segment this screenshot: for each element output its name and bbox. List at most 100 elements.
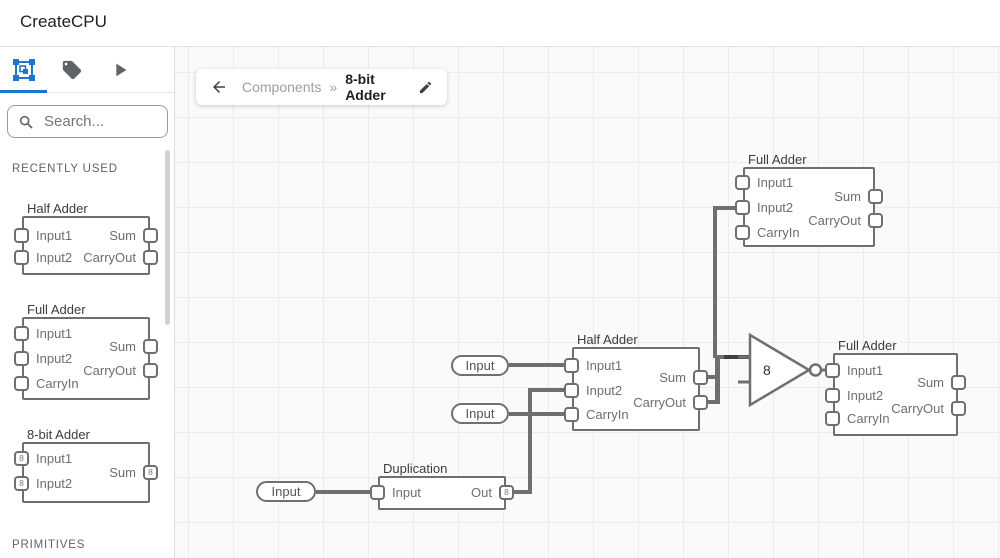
port-label: CarryOut <box>83 362 136 378</box>
port-label: Sum <box>109 464 136 480</box>
port-input2[interactable] <box>825 387 840 403</box>
port-label: Sum <box>917 374 944 390</box>
preview-8bit-adder[interactable]: 8-bit Adder 8 8 8 Input1 Input2 Sum <box>14 427 158 503</box>
back-button[interactable] <box>210 78 228 96</box>
port-label: Input1 <box>847 362 884 378</box>
node-title: Full Adder <box>838 338 897 353</box>
node-half-adder[interactable]: Half Adder Input1 Input2 CarryIn Sum Car… <box>564 332 708 431</box>
wire-segment[interactable] <box>509 412 565 416</box>
bus-width-badge: 8 <box>504 487 509 497</box>
tab-simulate[interactable] <box>96 47 144 92</box>
port-label: CarryOut <box>83 249 136 265</box>
search-icon <box>19 115 33 129</box>
wire-segment[interactable] <box>707 400 720 404</box>
wire-segment[interactable] <box>707 375 720 379</box>
port-input2[interactable] <box>564 382 579 398</box>
port-out[interactable]: 8 <box>499 484 514 500</box>
wire-segment[interactable] <box>528 388 532 494</box>
port-input1: 8 <box>14 450 29 466</box>
port-carryin[interactable] <box>825 410 840 426</box>
input-pill[interactable]: Input <box>451 355 509 376</box>
wire-segment[interactable] <box>509 363 565 367</box>
wire-segment[interactable] <box>528 388 566 392</box>
node-duplication[interactable]: Duplication 8 Input Out <box>370 461 514 510</box>
port-label: Input <box>392 484 421 500</box>
wire-segment[interactable] <box>713 206 739 210</box>
port-carryout[interactable] <box>693 394 708 410</box>
port-label: Sum <box>834 188 861 204</box>
node-full-adder-top[interactable]: Full Adder Input1 Input2 CarryIn Sum Car… <box>735 152 883 247</box>
search-input[interactable] <box>44 113 154 130</box>
preview-title: Half Adder <box>27 201 88 216</box>
port-input1[interactable] <box>735 174 750 190</box>
wire-segment[interactable] <box>316 490 372 494</box>
circuit-canvas[interactable]: Components » 8-bit Adder Input Input Inp… <box>175 47 1000 558</box>
wire-segment[interactable] <box>713 206 717 358</box>
input-pill[interactable]: Input <box>256 481 316 502</box>
preview-full-adder[interactable]: Full Adder Input1 Input2 CarryIn Sum Car… <box>14 302 158 400</box>
port-label: Sum <box>109 227 136 243</box>
tag-icon <box>62 60 82 79</box>
recently-used-label: RECENTLY USED <box>12 163 118 175</box>
not-gate[interactable]: 8 <box>733 329 833 411</box>
input-pill-label: Input <box>465 406 495 421</box>
sidebar-tabbar <box>0 47 174 93</box>
input-pill-label: Input <box>465 358 495 373</box>
port-sum[interactable] <box>951 374 966 390</box>
gate-inversion-bubble <box>808 363 823 377</box>
tab-tags[interactable] <box>48 47 96 92</box>
play-icon <box>116 63 127 76</box>
port-sum <box>143 338 158 354</box>
port-input1 <box>14 227 29 243</box>
preview-half-adder[interactable]: Half Adder Input1 Input2 Sum CarryOut <box>14 201 158 275</box>
port-input[interactable] <box>370 484 385 500</box>
sidebar-scrollbar[interactable] <box>165 150 170 325</box>
port-input2 <box>14 350 29 366</box>
port-input2[interactable] <box>735 200 750 215</box>
app-title: CreateCPU <box>20 12 107 31</box>
input-pill[interactable]: Input <box>451 403 509 424</box>
port-sum <box>143 227 158 243</box>
port-label: Sum <box>659 370 686 385</box>
node-title: Duplication <box>383 461 448 476</box>
port-input2: 8 <box>14 475 29 491</box>
primitives-label: PRIMITIVES <box>12 539 86 551</box>
gate-triangle-icon <box>748 332 812 408</box>
gate-bus-width-label: 8 <box>763 362 771 378</box>
preview-title: Full Adder <box>27 302 86 317</box>
port-label: Out <box>471 484 492 500</box>
wire-segment[interactable] <box>511 490 532 494</box>
port-label: Input1 <box>757 174 794 190</box>
node-full-adder-right[interactable]: Full Adder Input1 Input2 CarryIn Sum Car… <box>825 338 966 436</box>
port-carryout[interactable] <box>951 400 966 416</box>
breadcrumb-parent[interactable]: Components <box>242 79 322 95</box>
breadcrumb-current: 8-bit Adder <box>345 71 386 103</box>
port-carryout <box>143 362 158 378</box>
breadcrumb-separator: » <box>329 79 338 95</box>
port-label: Input1 <box>36 450 73 466</box>
port-label: Input1 <box>586 357 623 373</box>
port-label: CarryIn <box>36 375 79 391</box>
wire-segment[interactable] <box>715 355 720 404</box>
preview-title: 8-bit Adder <box>27 427 90 442</box>
edit-name-button[interactable] <box>418 80 433 95</box>
wire-segment[interactable] <box>724 355 750 359</box>
port-carryin[interactable] <box>564 406 579 422</box>
node-title: Full Adder <box>748 152 807 167</box>
port-input2 <box>14 249 29 265</box>
port-carryout[interactable] <box>868 213 883 228</box>
port-input1[interactable] <box>825 362 840 378</box>
port-label: Input2 <box>847 387 884 403</box>
port-sum: 8 <box>143 464 158 480</box>
search-box[interactable] <box>7 105 168 138</box>
bus-width-badge: 8 <box>19 453 24 463</box>
port-sum[interactable] <box>868 188 883 204</box>
port-label: Sum <box>109 338 136 354</box>
port-label: CarryIn <box>847 410 890 426</box>
port-sum[interactable] <box>693 370 708 385</box>
back-arrow-icon <box>213 81 225 93</box>
port-label: Input2 <box>36 249 73 265</box>
port-carryin[interactable] <box>735 224 750 240</box>
tab-components[interactable] <box>0 47 48 93</box>
port-input1[interactable] <box>564 357 579 373</box>
